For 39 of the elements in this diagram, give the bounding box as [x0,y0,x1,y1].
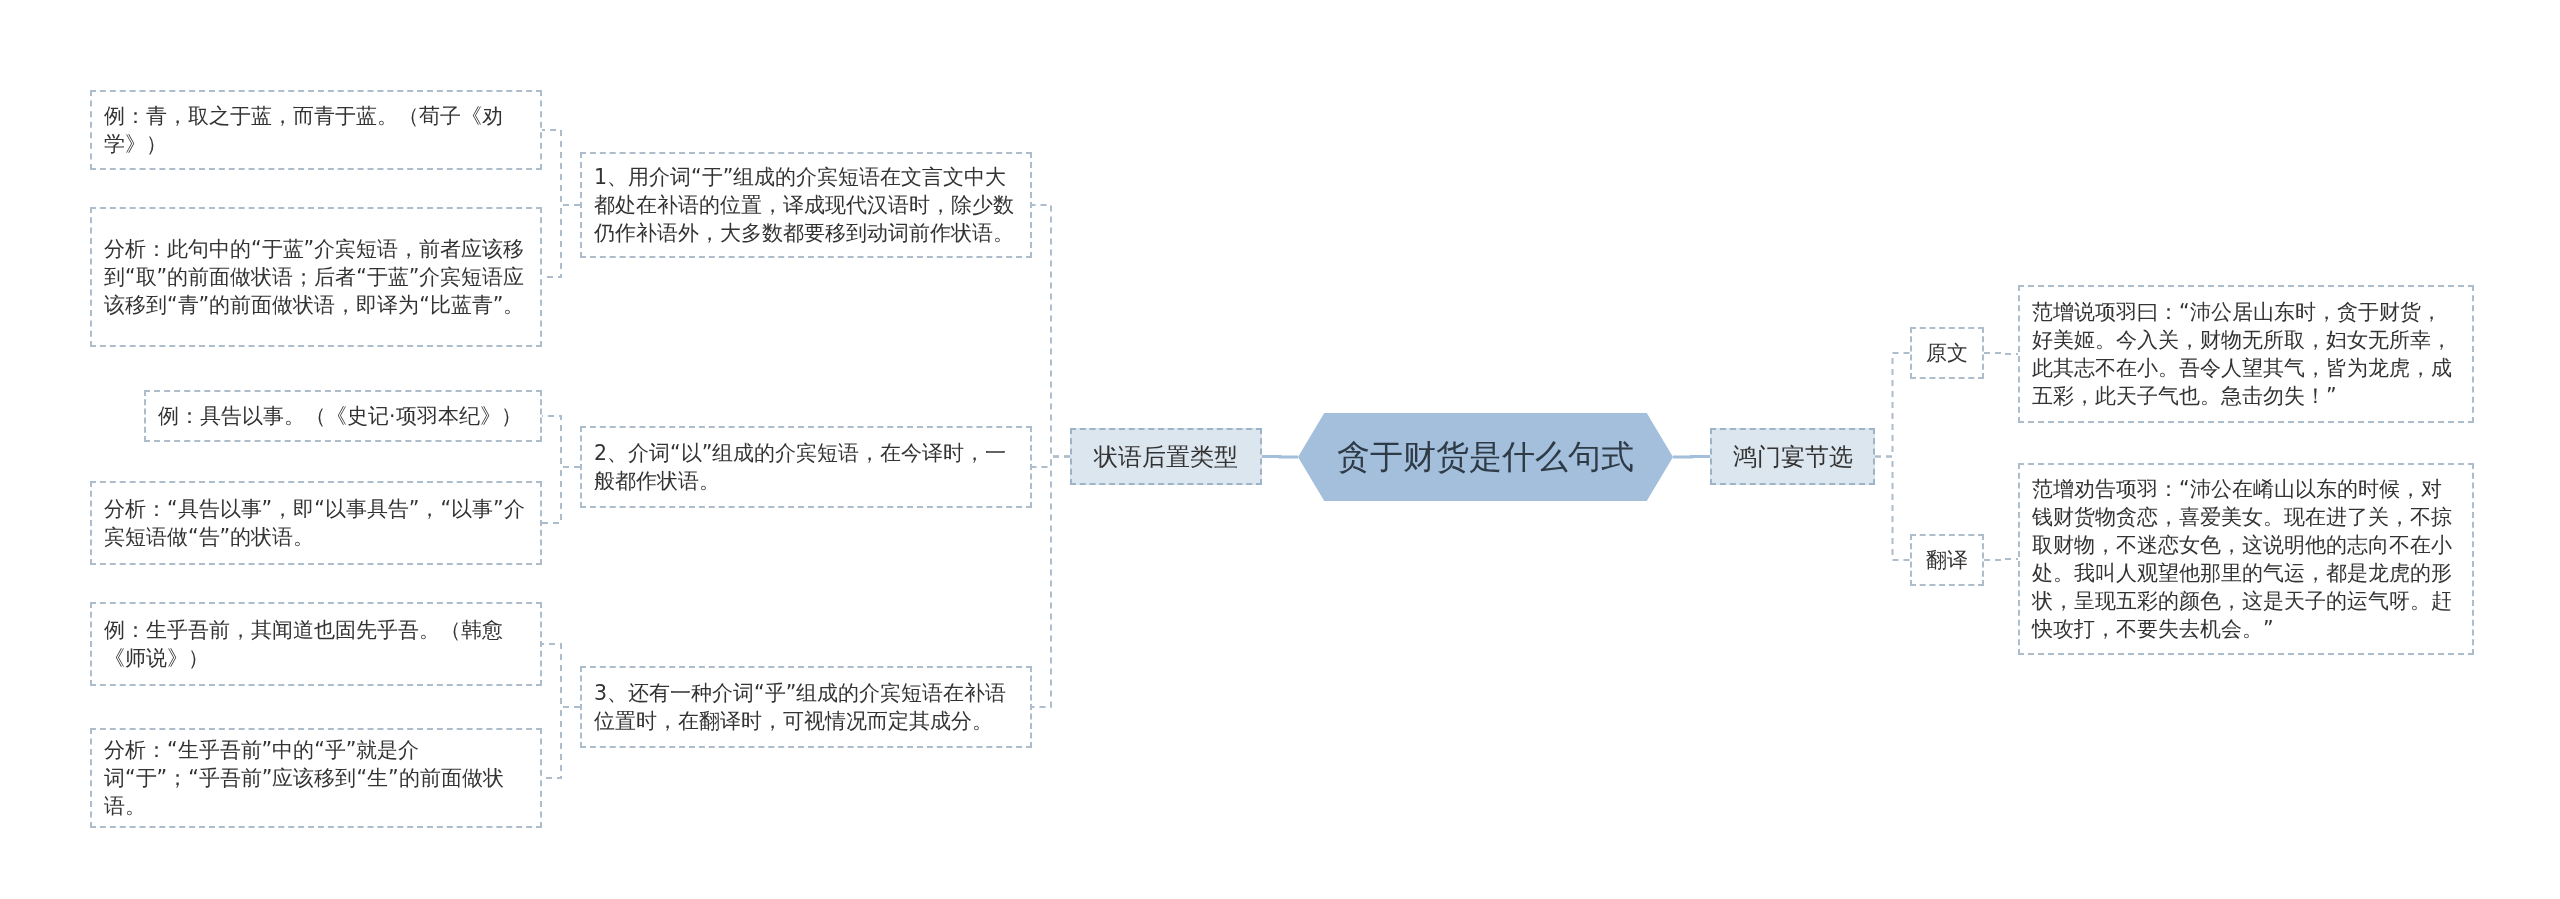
topic-label: 鸿门宴节选 [1732,441,1853,473]
note-text: 1、用介词“于”组成的介宾短语在文言文中大都处在补语的位置，译成现代汉语时，除少数仍作补语外，大多数都要移到动词前作状语。 [594,164,1015,247]
note-text: 分析：此句中的“于蓝”介宾短语，前者应该移到“取”的前面做状语；后者“于蓝”介宾短语应该移到“青”的前面做状语，即译为“比蓝青”。 [104,236,526,319]
topic-label: 状语后置类型 [1094,441,1238,473]
note-text: 分析：“具告以事”，即“以事具告”，“以事”介宾短语做“告”的状语。 [104,496,526,551]
note-text: 分析：“生乎吾前”中的“乎”就是介词“于”；“乎吾前”应该移到“生”的前面做状语。 [104,737,505,820]
topic-box [1070,428,1262,485]
connector-line [1983,352,2019,355]
subtopic-box [90,728,542,828]
subtopic-box [90,481,542,565]
subtopic-box [580,152,1032,258]
note-text: 3、还有一种介词“乎”组成的介宾短语在补语位置时，在翻译时，可视情况而定其成分。 [594,680,1008,735]
subtopic-box [2018,463,2474,655]
note-text: 例：具告以事。（《史记·项羽本纪》） [158,403,522,430]
connector-line [1673,455,1710,459]
subtopic-box [580,426,1032,508]
note-text: 范增说项羽曰：“沛公居山东时，贪于财货，好美姬。今入关，财物无所取，妇女无所幸，此其志不在小。吾令人望其气，皆为龙虎，成五彩，此天子气也。急击勿失！” [2032,299,2453,410]
note-text: 范增劝告项羽：“沛公在崤山以东的时候，对钱财货物贪恋，喜爱美女。现在进了关，不掠取财物，不迷恋女色，这说明他的志向不在小处。我叫人观望他那里的气运，都是龙虎的形状，呈现五彩的颜色，这是天子的运气呀。赶快攻打，不要失去机会。” [2032,476,2453,643]
subtopic-box [1910,534,1984,586]
note-text: 例：青，取之于蓝，而青于蓝。（荀子《劝学》） [104,103,504,158]
subtopic-box [90,207,542,347]
topic-label: 贪于财货是什么句式 [1337,435,1634,478]
connector-line [541,466,581,524]
note-text: 原文 [1926,340,1968,367]
subtopic-box [90,90,542,170]
topic-box [1710,428,1875,485]
connector-line [1874,455,1911,561]
subtopic-box [90,602,542,686]
connector-line [1262,455,1298,459]
subtopic-box [1910,327,1984,379]
subtopic-box [580,666,1032,748]
note-text: 例：生乎吾前，其闻道也固先乎吾。（韩愈《师说》） [104,617,504,672]
note-text: 2、介词“以”组成的介宾短语，在今译时，一般都作状语。 [594,440,1008,495]
connector-line [1983,558,2019,561]
central-topic-hexagon [1298,413,1673,501]
note-text: 翻译 [1926,547,1968,574]
subtopic-box [2018,285,2474,423]
connector-line [1031,455,1071,708]
subtopic-box [144,390,542,442]
